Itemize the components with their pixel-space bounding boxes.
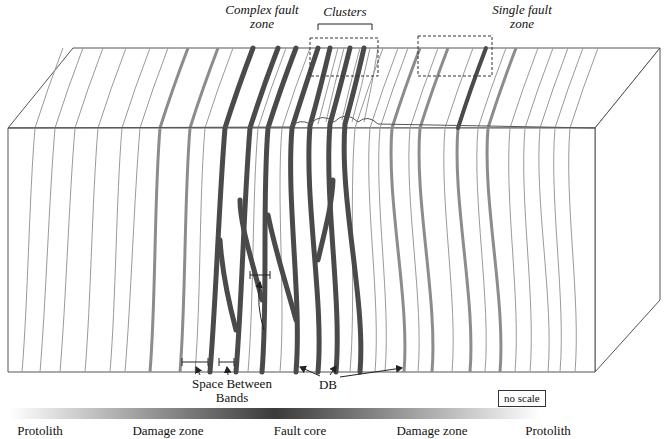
scale-box: no scale — [498, 390, 546, 407]
zone-axis-label: Protolith — [513, 424, 583, 438]
zone-axis-label: Protolith — [5, 424, 75, 438]
cluster-label: Clusters — [310, 5, 380, 19]
zone-label: Single fault zone — [479, 3, 565, 31]
zone-axis-label: Fault core — [260, 424, 340, 438]
zone-label: Complex fault zone — [216, 3, 308, 31]
zone-axis-label: Damage zone — [123, 424, 213, 438]
spacing-label: Space Between Bands — [183, 377, 281, 405]
band-label: DB — [316, 378, 340, 392]
scale-note: no scale — [504, 392, 540, 404]
zone-axis-label: Damage zone — [387, 424, 477, 438]
